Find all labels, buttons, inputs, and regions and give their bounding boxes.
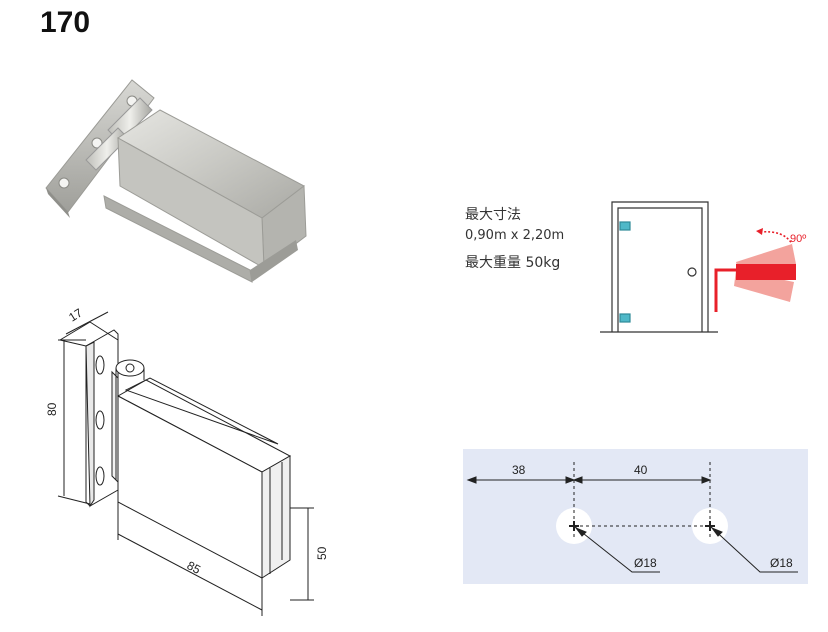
- max-weight: 最大重量 50kg: [465, 255, 561, 271]
- edge-offset-label: 38: [512, 463, 526, 477]
- hole-layout-drawing: [466, 462, 798, 573]
- dim-depth-label: 17: [66, 305, 85, 324]
- max-size-value: 0,90m x 2,20m: [465, 228, 565, 243]
- swing-angle-label: 90º: [790, 233, 806, 245]
- dim-length-label: 85: [185, 558, 204, 577]
- hinge-photo: [45, 79, 307, 283]
- top-hinge-marker: [619, 221, 631, 231]
- dim-height-label: 80: [45, 402, 59, 416]
- dim-glass-height-label: 50: [315, 546, 329, 560]
- hole-spacing-label: 40: [634, 463, 648, 477]
- bottom-hinge-marker: [619, 313, 631, 323]
- hole-right-diameter: Ø18: [770, 556, 793, 570]
- hinge-dimension-drawing: [57, 311, 314, 616]
- max-size-label: 最大寸法: [465, 207, 521, 223]
- model-number: 170: [40, 6, 91, 39]
- hole-left-diameter: Ø18: [634, 556, 657, 570]
- hole-layout-panel: [463, 449, 808, 584]
- door-diagram: [600, 201, 718, 333]
- door-swing-icon: [714, 228, 796, 312]
